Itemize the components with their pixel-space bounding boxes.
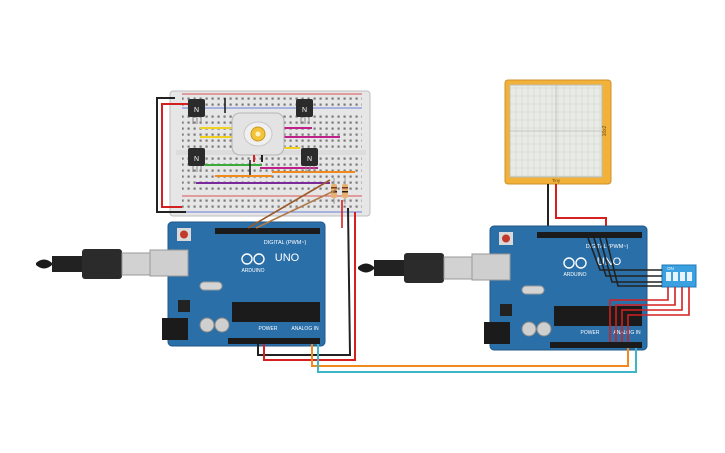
arduino-uno-left[interactable]: ARDUINO UNO DIGITAL (PWM~) POWER ANALOG … [149,221,326,347]
right-power-label: POWER [581,330,600,336]
transistor-3[interactable]: N [188,148,205,172]
transistor-4[interactable]: N [301,148,318,172]
lcd-bottom-label: Tiny [552,178,561,183]
lcd-vcc-wire [555,184,607,228]
transistor-label: N [302,107,307,114]
dip-switch-wires [587,237,690,342]
transistor-1[interactable]: N [188,99,205,124]
left-brand: ARDUINO [241,268,264,274]
power-loop-wires [156,97,188,213]
transistor-label: N [194,156,199,163]
resistor-2 [342,178,348,204]
right-digital-label: DIGITAL (PWM~) [586,244,629,250]
serial-wires [311,344,637,373]
transistor-2[interactable]: N [296,99,313,124]
board-to-breadboard-wires [247,179,356,361]
transistor-label: N [307,156,312,163]
dc-motor[interactable] [231,112,285,162]
left-analog-label: ANALOG IN [291,326,319,332]
right-brand: ARDUINO [563,272,586,278]
lcd-side-label: 16x2 [602,125,608,136]
resistors [331,178,348,204]
dip-on-label: ON [667,266,674,271]
right-analog-label: ANALOG IN [613,330,641,336]
left-model: UNO [275,252,300,264]
usb-cable-left [36,249,151,279]
lcd-display[interactable]: 16x2 Tiny [504,79,612,185]
dip-switch[interactable]: ON [661,264,697,288]
usb-cable-right [358,253,473,283]
transistor-label: N [194,107,199,114]
arduino-uno-right[interactable]: ARDUINO UNO DIGITAL (PWM~) POWER ANALOG … [471,225,648,351]
left-digital-label: DIGITAL (PWM~) [264,240,307,246]
left-power-label: POWER [259,326,278,332]
